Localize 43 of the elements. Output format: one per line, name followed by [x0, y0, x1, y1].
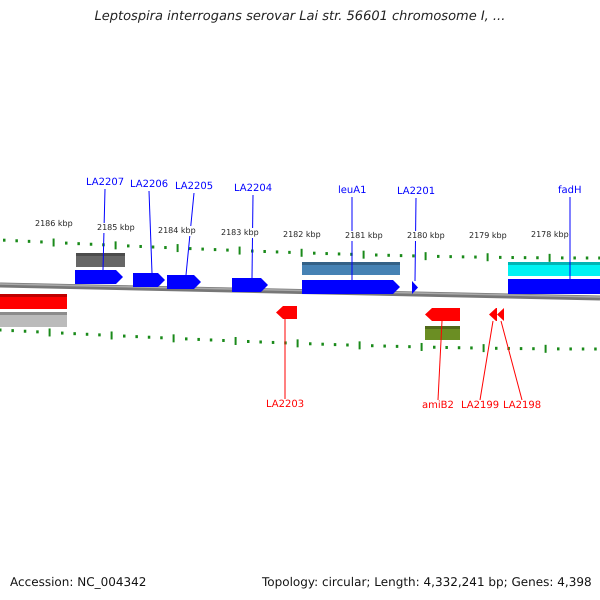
leader-line: [148, 190, 152, 274]
leader-line: [102, 188, 106, 270]
gene-block: [232, 278, 268, 292]
scale-label: 2184 kbp: [158, 226, 196, 236]
gene-bar: [508, 279, 600, 294]
scale-label: 2185 kbp: [97, 223, 135, 233]
scale-label: 2179 kbp: [469, 231, 507, 241]
gene-label: leuA1: [338, 185, 366, 197]
scale-label: 2181 kbp: [345, 231, 383, 241]
gene-block: [412, 281, 418, 294]
gene-label: fadH: [558, 185, 582, 197]
gene-block: [133, 273, 165, 287]
gene-label: LA2201: [397, 186, 436, 198]
gene-label: amiB2: [422, 400, 454, 412]
gene-label: LA2205: [175, 181, 214, 193]
map-title: Leptospira interrogans serovar Lai str. 56601 chromosome I, ...: [94, 9, 506, 25]
scale-label: 2178 kbp: [531, 230, 569, 240]
gene-block: [489, 308, 497, 321]
scale-label: 2183 kbp: [221, 228, 259, 238]
scale-label: 2182 kbp: [283, 230, 321, 240]
gene-label: LA2203: [266, 399, 304, 411]
gene-block: [497, 308, 504, 321]
leader-line: [438, 320, 442, 400]
summary-text: Topology: circular; Length: 4,332,241 bp; Genes: 4,398: [262, 575, 592, 590]
accession-text: Accession: NC_004342: [10, 575, 146, 590]
leader-line: [252, 194, 254, 278]
gene-block: [276, 306, 297, 319]
leader-line: [284, 318, 286, 400]
gene-label: LA2206: [130, 179, 168, 191]
gene-block: [167, 275, 201, 289]
gene-label: LA2207: [86, 177, 124, 189]
leader-line: [500, 320, 522, 400]
scale-label: 2186 kbp: [35, 219, 73, 229]
scale-label: 2180 kbp: [407, 231, 445, 241]
gene-label: LA2204: [234, 183, 272, 195]
gene-block: [75, 270, 123, 284]
gene-label: LA2198: [503, 400, 542, 412]
leader-line: [480, 320, 494, 400]
gene-block: [302, 280, 400, 294]
gene-label: LA2199: [461, 400, 500, 412]
leader-line: [186, 192, 194, 276]
leader-line: [414, 198, 416, 282]
gene-block: [425, 308, 460, 321]
